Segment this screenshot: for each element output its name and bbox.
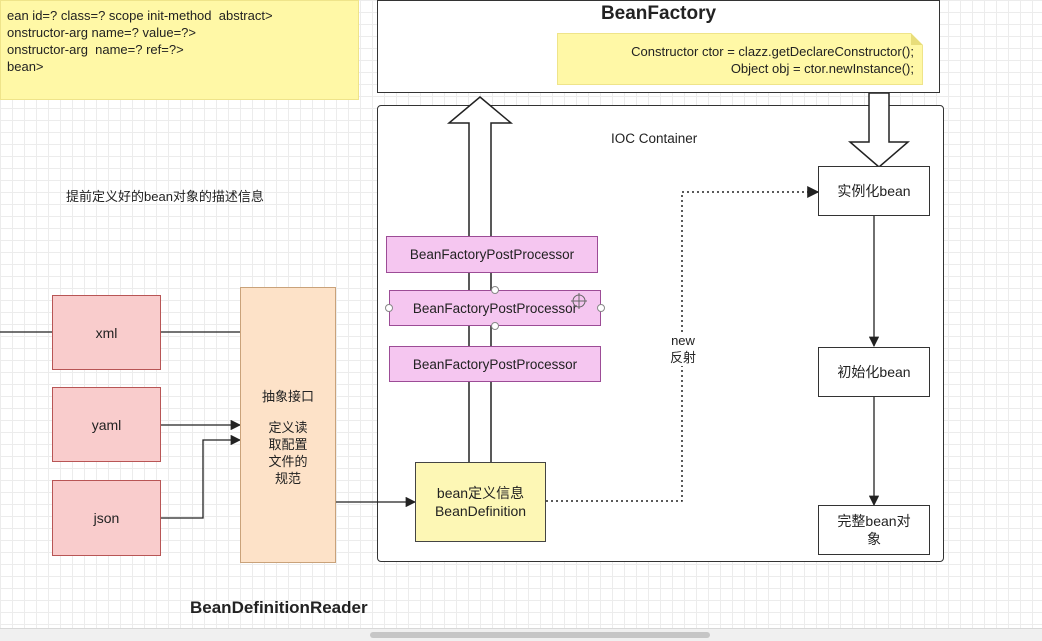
post-processor-box-selected[interactable]: BeanFactoryPostProcessor [389, 290, 601, 326]
instantiate-bean-box[interactable]: 实例化bean [818, 166, 930, 216]
xml-source-box[interactable]: xml [52, 295, 161, 370]
bean-description-label: 提前定义好的bean对象的描述信息 [66, 189, 264, 204]
post-processor-box[interactable]: BeanFactoryPostProcessor [386, 236, 598, 273]
hollow-arrow-up [446, 96, 514, 464]
note-line: bean> [7, 59, 44, 74]
selection-handle[interactable] [491, 286, 499, 294]
selection-handle[interactable] [385, 304, 393, 312]
initialize-bean-box[interactable]: 初始化bean [818, 347, 930, 397]
json-source-box[interactable]: json [52, 480, 161, 556]
move-cursor-icon [571, 293, 587, 309]
note-fold-corner [911, 33, 923, 45]
json-source-label: json [93, 510, 120, 526]
scrollbar-thumb[interactable] [370, 632, 710, 638]
reader-interface-title: 抽象接口 [261, 389, 314, 404]
horizontal-scrollbar[interactable] [0, 628, 1042, 641]
reader-interface-box[interactable]: 抽象接口 定义读取配置文件的规范 [240, 287, 336, 563]
bean-factory-title: BeanFactory [600, 3, 717, 24]
note-line: ean id=? class=? scope init-method abstr… [7, 8, 273, 23]
complete-bean-box[interactable]: 完整bean对象 [818, 505, 930, 555]
note-line: onstructor-arg name=? ref=?> [7, 42, 184, 57]
note-line: onstructor-arg name=? value=?> [7, 25, 196, 40]
hollow-arrow-down [847, 92, 911, 168]
post-processor-label: BeanFactoryPostProcessor [409, 247, 575, 262]
yaml-source-label: yaml [91, 416, 122, 433]
post-processor-box[interactable]: BeanFactoryPostProcessor [389, 346, 601, 382]
bean-xml-note: ean id=? class=? scope init-method abstr… [0, 0, 359, 100]
reflection-label: new 反射 [667, 332, 700, 366]
json-to-reader-arrow [160, 434, 242, 519]
initialize-bean-label: 初始化bean [837, 364, 911, 380]
selection-handle[interactable] [597, 304, 605, 312]
bean-definition-line: BeanDefinition [434, 503, 527, 519]
bean-definition-box[interactable]: bean定义信息 BeanDefinition [415, 462, 546, 542]
bean-definition-line: bean定义信息 [436, 485, 525, 501]
factory-code-note: Constructor ctor = clazz.getDeclareConst… [557, 33, 923, 85]
instantiate-bean-label: 实例化bean [837, 183, 911, 199]
note-line: Object obj = ctor.newInstance(); [730, 61, 914, 76]
xml-source-label: xml [95, 324, 118, 341]
reflection-label-line: new [671, 333, 695, 348]
note-line: Constructor ctor = clazz.getDeclareConst… [631, 44, 914, 59]
reader-interface-desc: 定义读取配置文件的规范 [268, 420, 308, 486]
selection-handle[interactable] [491, 322, 499, 330]
bean-definition-reader-label: BeanDefinitionReader [190, 598, 368, 617]
ioc-container-title: IOC Container [611, 131, 698, 146]
post-processor-label: BeanFactoryPostProcessor [412, 356, 578, 372]
complete-bean-label: 完整bean对象 [837, 513, 911, 547]
reflection-label-line: 反射 [670, 350, 697, 365]
yaml-source-box[interactable]: yaml [52, 387, 161, 462]
post-processor-label: BeanFactoryPostProcessor [412, 300, 578, 316]
